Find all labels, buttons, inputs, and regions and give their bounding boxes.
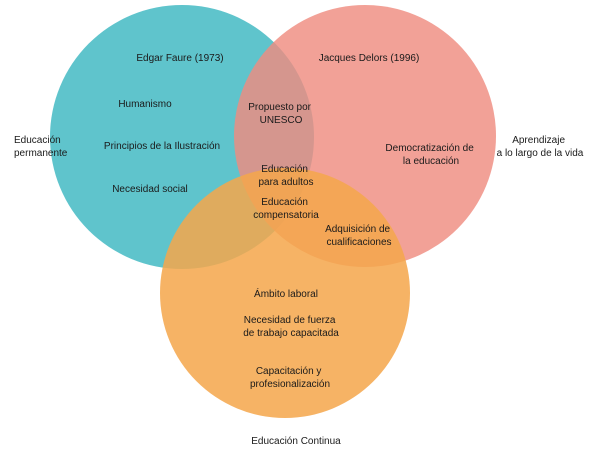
center-compensatoria-line2: compensatoria (253, 210, 319, 221)
label-educacion-continua: Educación Continua (251, 436, 341, 447)
salmon-item-democratizacion: Democratización de la educación (385, 143, 476, 167)
label-educacion-permanente-line1: Educación (14, 135, 61, 146)
label-aprendizaje-vida: Aprendizaje a lo largo de la vida (497, 135, 584, 159)
salmon-item-line1: Democratización de (385, 143, 474, 154)
orange-item-ambito-laboral: Ámbito laboral (254, 287, 318, 300)
orange-item-fuerza-trabajo: Necesidad de fuerza de trabajo capacitad… (243, 315, 339, 339)
overlap-teal-salmon-line2: UNESCO (260, 115, 303, 126)
orange-item-capacitacion-line1: Capacitación y (256, 366, 322, 377)
overlap-teal-salmon-line1: Propuesto por (248, 102, 311, 113)
center-educacion-compensatoria: Educación compensatoria (253, 197, 319, 221)
orange-item-fuerza-line1: Necesidad de fuerza (244, 315, 336, 326)
circle-educacion-continua (160, 168, 410, 418)
teal-author: Edgar Faure (1973) (136, 53, 223, 64)
overlap-salmon-orange-line1: Adquisición de (325, 224, 390, 235)
overlap-salmon-orange-line2: cualificaciones (326, 237, 391, 248)
center-educacion-adultos: Educación para adultos (258, 164, 313, 188)
overlap-salmon-orange: Adquisición de cualificaciones (325, 224, 393, 248)
orange-item-fuerza-line2: de trabajo capacitada (243, 328, 339, 339)
orange-item-capacitacion: Capacitación y profesionalización (250, 366, 330, 390)
salmon-author: Jacques Delors (1996) (319, 53, 420, 64)
label-aprendizaje-line2: a lo largo de la vida (497, 148, 584, 159)
center-compensatoria-line1: Educación (261, 197, 308, 208)
teal-item-ilustracion: Principios de la Ilustración (104, 141, 220, 152)
label-educacion-permanente-line2: permanente (14, 148, 68, 159)
teal-item-humanismo: Humanismo (118, 99, 172, 110)
teal-item-necesidad-social: Necesidad social (112, 184, 188, 195)
overlap-teal-salmon: Propuesto por UNESCO (248, 102, 314, 126)
center-adultos-line1: Educación (261, 164, 308, 175)
salmon-item-line2: la educación (403, 156, 459, 167)
center-adultos-line2: para adultos (258, 177, 313, 188)
label-educacion-permanente: Educación permanente (14, 135, 68, 159)
orange-item-capacitacion-line2: profesionalización (250, 379, 330, 390)
label-aprendizaje-line1: Aprendizaje (512, 135, 565, 146)
